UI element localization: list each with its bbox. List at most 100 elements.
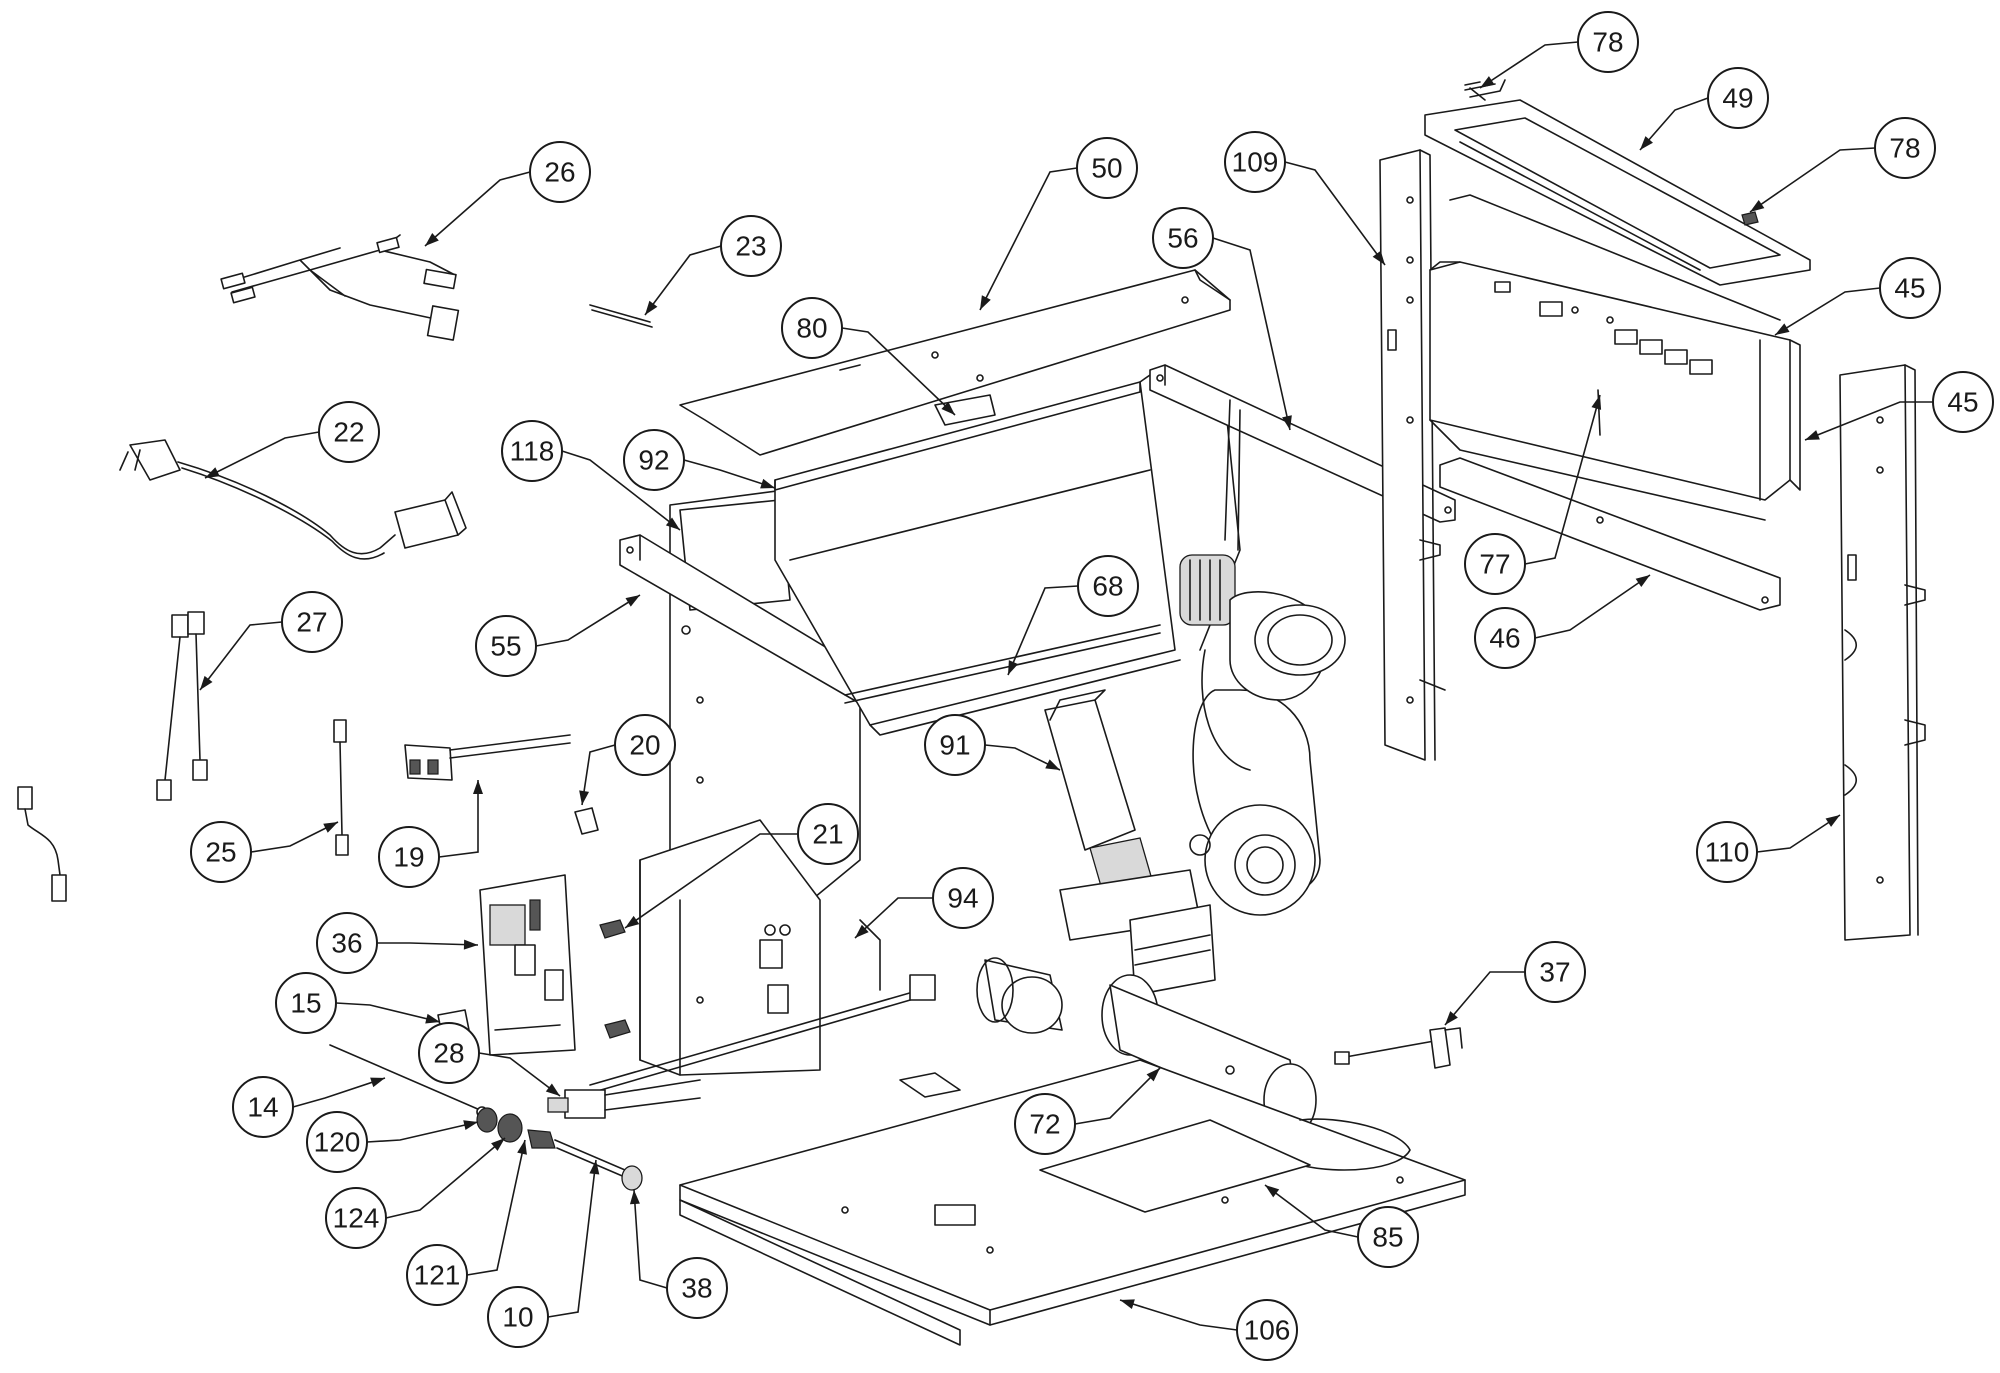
callout-bubble — [666, 1257, 728, 1319]
callout-46: 46 — [1474, 607, 1536, 669]
wiring-harness-part — [220, 234, 460, 341]
callout-number: 22 — [333, 417, 364, 448]
callout-bubble — [325, 1187, 387, 1249]
callout-bubble — [1696, 821, 1758, 883]
callout-55: 55 — [475, 615, 537, 677]
leader-arrowhead — [425, 1013, 440, 1024]
callout-number: 15 — [290, 988, 321, 1019]
callout-number: 36 — [331, 928, 362, 959]
leader-line — [385, 1137, 506, 1219]
bottom-rail-part — [1439, 457, 1781, 611]
callout-number: 109 — [1232, 147, 1279, 178]
leader-arrowhead — [1008, 660, 1019, 675]
vent-tube-part — [976, 957, 1063, 1034]
right-panel-part — [1839, 364, 1926, 941]
callout-bubble — [281, 591, 343, 653]
callout-37: 37 — [1524, 941, 1586, 1003]
callout-bubble — [932, 867, 994, 929]
leader-line — [644, 245, 722, 316]
leader-line — [1212, 237, 1291, 431]
callout-19: 19 — [378, 826, 440, 888]
callout-number: 28 — [433, 1038, 464, 1069]
callout-21: 21 — [797, 803, 859, 865]
callout-106: 106 — [1236, 1299, 1298, 1361]
leader-arrowhead — [760, 478, 775, 489]
nut-part — [476, 1107, 498, 1133]
leader-line — [841, 327, 956, 416]
leader-arrowhead — [463, 939, 478, 950]
leader-line — [633, 1189, 668, 1289]
callout-number: 118 — [510, 436, 555, 467]
callout-36: 36 — [316, 912, 378, 974]
leader-line — [466, 1139, 526, 1276]
callout-77: 77 — [1464, 533, 1526, 595]
callout-bubble — [1874, 117, 1936, 179]
callout-number: 77 — [1479, 549, 1510, 580]
leader-line — [204, 431, 320, 479]
callout-80: 80 — [781, 297, 843, 359]
leader-line — [1749, 147, 1876, 213]
callout-91: 91 — [924, 714, 986, 776]
callout-bubble — [501, 420, 563, 482]
callout-120: 120 — [306, 1111, 368, 1173]
leader-arrowhead — [645, 300, 658, 315]
callout-bubble — [1524, 941, 1586, 1003]
leader-line — [438, 780, 479, 858]
leader-line — [1774, 287, 1881, 336]
leader-arrowhead — [1120, 1299, 1135, 1309]
callout-number: 37 — [1539, 957, 1570, 988]
callout-number: 50 — [1091, 153, 1122, 184]
callout-bubble — [475, 615, 537, 677]
callout-23: 23 — [720, 215, 782, 277]
callout-bubble — [1464, 533, 1526, 595]
leader-line — [1444, 971, 1525, 1026]
leader-arrowhead — [545, 1083, 560, 1096]
callout-number: 78 — [1889, 133, 1920, 164]
leader-arrowhead — [579, 790, 590, 805]
callout-number: 106 — [1244, 1315, 1291, 1346]
callout-bubble — [1077, 555, 1139, 617]
leader-arrowhead — [517, 1140, 527, 1155]
callout-number: 23 — [735, 231, 766, 262]
sensor-rod-part — [589, 919, 936, 1093]
callout-number: 26 — [544, 157, 575, 188]
callout-bubble — [275, 972, 337, 1034]
clip-part — [574, 807, 599, 835]
combustion-tube-part — [1101, 974, 1317, 1137]
callout-bubble — [623, 429, 685, 491]
callout-bubble — [1707, 67, 1769, 129]
callout-bubble — [418, 1022, 480, 1084]
callout-22: 22 — [318, 401, 380, 463]
leader-line — [1639, 97, 1709, 151]
callout-109: 109 — [1224, 131, 1286, 193]
leader-arrowhead — [205, 467, 220, 478]
callout-10: 10 — [487, 1286, 549, 1348]
callout-number: 49 — [1722, 83, 1753, 114]
leader-lines — [199, 41, 1933, 1331]
leader-line — [1007, 585, 1079, 676]
leader-arrowhead — [1635, 575, 1650, 588]
parts-artwork — [17, 79, 1926, 1346]
leader-arrowhead — [665, 517, 680, 530]
callout-bubble — [720, 215, 782, 277]
callout-number: 72 — [1029, 1109, 1060, 1140]
leader-arrowhead — [370, 1077, 385, 1088]
callout-bubble — [781, 297, 843, 359]
top-frame-part — [1424, 81, 1811, 286]
callout-bubble — [306, 1111, 368, 1173]
leader-arrowhead — [855, 924, 869, 938]
leader-arrowhead — [1640, 136, 1653, 150]
callout-number: 55 — [490, 631, 521, 662]
leader-line — [1524, 394, 1601, 565]
probe-part — [404, 734, 571, 781]
leader-arrowhead — [625, 595, 640, 607]
callout-45: 45 — [1879, 257, 1941, 319]
ground-lead-part — [17, 786, 67, 902]
leader-line — [683, 459, 776, 489]
callout-bubble — [316, 912, 378, 974]
callout-number: 120 — [314, 1127, 361, 1158]
leader-arrowhead — [1775, 323, 1790, 335]
leader-line — [854, 897, 933, 939]
callout-94: 94 — [932, 867, 994, 929]
